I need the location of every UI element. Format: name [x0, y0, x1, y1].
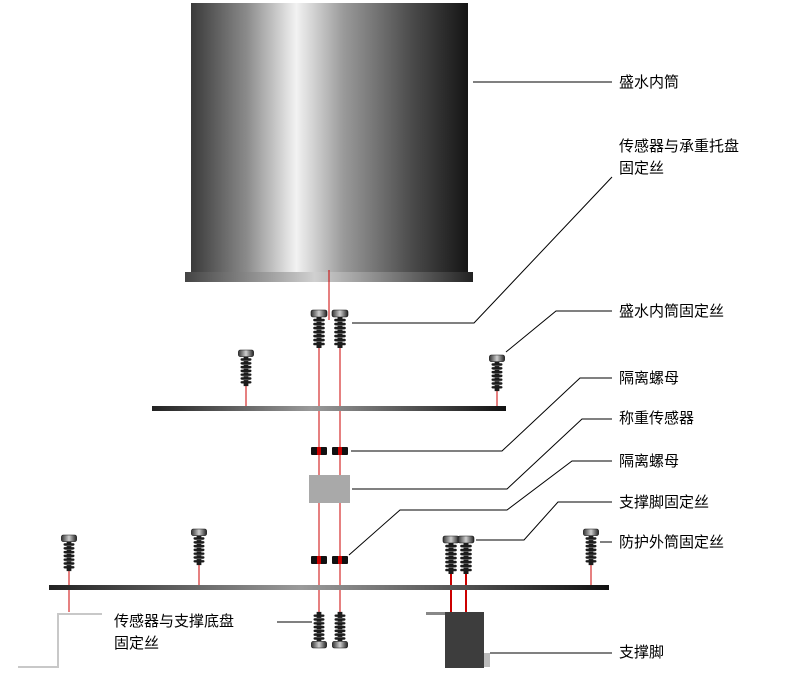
spacer-nuts-upper [311, 447, 348, 455]
label-spacer-nut-lower: 隔离螺母 [619, 452, 680, 470]
outer-cylinder-screw-3 [582, 527, 600, 567]
label-leg-screw: 支撑脚固定丝 [619, 493, 710, 511]
inner-cylinder-screw-right [488, 353, 506, 393]
label-support-leg: 支撑脚 [619, 643, 665, 661]
spacer-nuts-lower [311, 556, 348, 564]
label-sensor-tray-screw-2: 固定丝 [619, 159, 665, 177]
leader-lines [277, 81, 613, 654]
support-base-plate [49, 585, 609, 590]
sensor-base-screw-right [332, 612, 347, 648]
label-load-sensor: 称重传感器 [619, 409, 695, 427]
bearing-tray [152, 406, 506, 411]
leg-screw-right [456, 534, 476, 576]
sensor-tray-screw-right [330, 308, 350, 350]
label-inner-cylinder-screw: 盛水内筒固定丝 [619, 302, 725, 320]
sensor-base-screw-left [311, 612, 326, 648]
inner-cylinder [185, 3, 473, 282]
label-sensor-base-screw-2: 固定丝 [114, 634, 160, 652]
leg-screw-left [441, 534, 461, 576]
load-sensor [309, 475, 350, 503]
outer-cylinder-screw-1 [60, 533, 78, 573]
inner-cylinder-screw-left [237, 348, 255, 388]
outer-cylinder-screw-2 [190, 527, 208, 567]
support-leg [426, 612, 490, 668]
label-sensor-tray-screw-1: 传感器与承重托盘 [619, 137, 740, 155]
sensor-tray-screw-left [309, 308, 329, 350]
outer-cylinder-wall [18, 613, 102, 668]
label-outer-cylinder-screw: 防护外筒固定丝 [619, 533, 725, 551]
label-spacer-nut-upper: 隔离螺母 [619, 369, 680, 387]
label-inner-cylinder: 盛水内筒 [619, 73, 680, 91]
label-sensor-base-screw-1: 传感器与支撑底盘 [114, 612, 235, 630]
